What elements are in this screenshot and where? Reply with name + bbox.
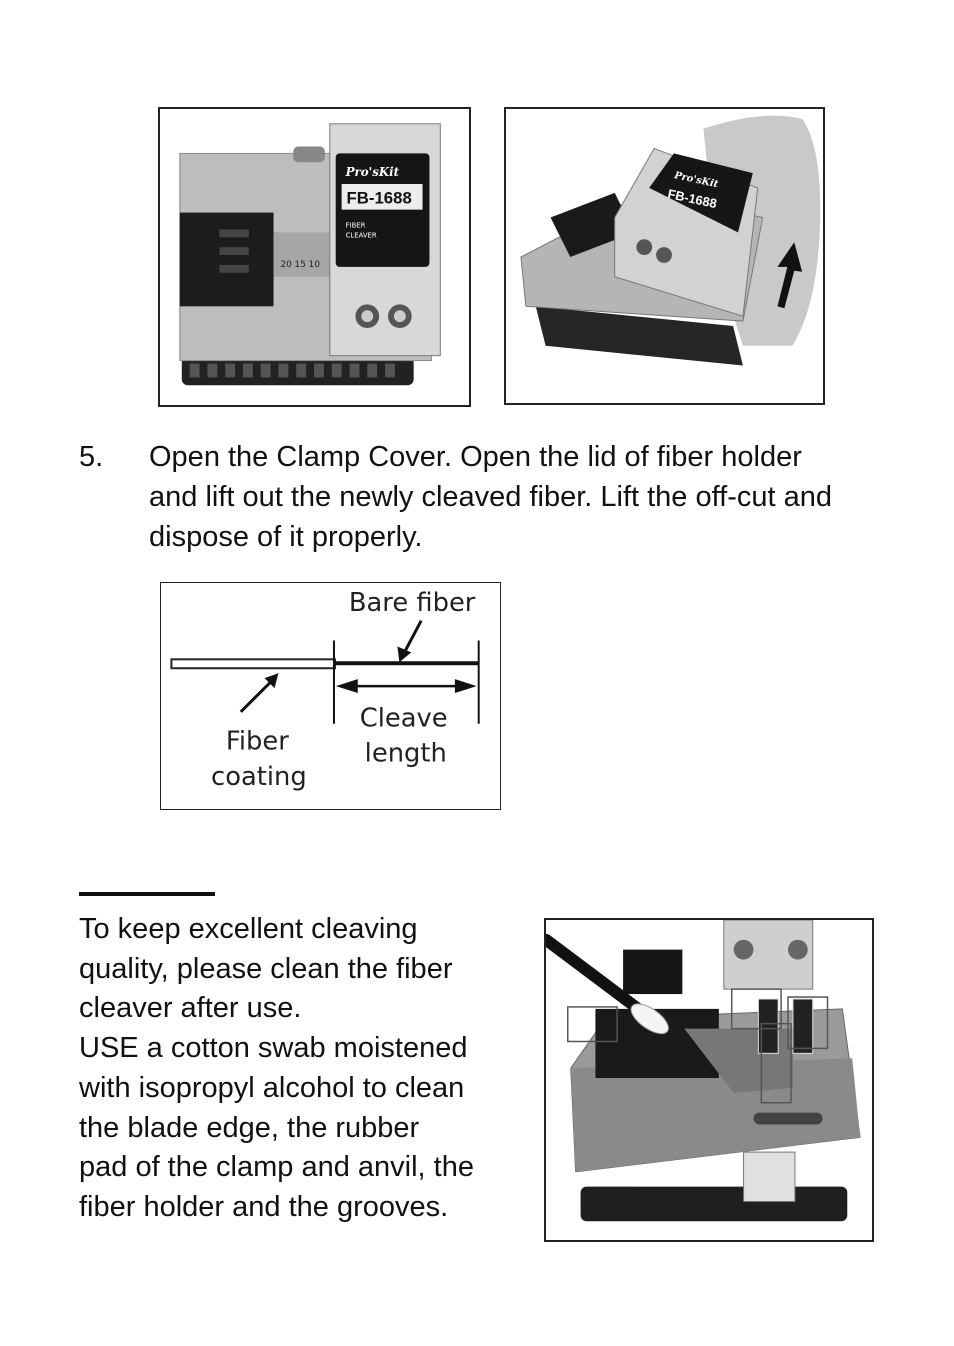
cleaning-note: To keep excellent cleaving quality, plea… <box>79 910 529 1228</box>
note-line: quality, please clean the fiber <box>79 952 453 985</box>
step-number: 5. <box>79 441 104 473</box>
scale-marks: 20 15 10 <box>280 260 320 270</box>
fiber-coating-shape <box>170 658 336 670</box>
note-line: cleaver after use. <box>79 992 302 1025</box>
fiber-label: FIBER <box>346 221 366 229</box>
length-label: length <box>365 738 447 768</box>
note-line: To keep excellent cleaving <box>79 913 418 945</box>
note-line: USE a cotton swab moistened <box>79 1032 468 1065</box>
fiber-label: Fiber <box>226 727 289 757</box>
step-line: dispose of it properly. <box>149 521 423 553</box>
cleaver-label: CLEAVER <box>346 231 377 239</box>
note-line: the blade edge, the rubber <box>79 1111 420 1144</box>
step-instructions: Open the Clamp Cover. Open the lid of fi… <box>149 437 919 557</box>
cleaning-swab-photo <box>544 918 874 1242</box>
cleave-label: Cleave <box>360 704 448 734</box>
brand-label: Pro'sKit <box>345 165 400 179</box>
step-line: and lift out the newly cleaved fiber. Li… <box>149 481 833 513</box>
coating-label: coating <box>211 762 307 792</box>
cleave-length-diagram: Bare fiber Cleave length Fiber coating <box>160 582 501 810</box>
fiber-cleaver-photo-opening: Pro'sKit FB-1688 <box>504 107 825 405</box>
lift-arrow-icon <box>777 242 803 309</box>
step-line: Open the Clamp Cover. Open the lid of fi… <box>149 441 802 473</box>
note-line: pad of the clamp and anvil, the <box>79 1151 474 1184</box>
note-line: fiber holder and the grooves. <box>79 1190 449 1223</box>
section-divider <box>79 892 215 896</box>
cotton-swab-icon <box>630 1003 669 1035</box>
bare-fiber-label: Bare fiber <box>349 588 476 618</box>
fiber-cleaver-photo-closed: 20 15 10 Pro'sKit FB-1688 FIBER CLEAVER <box>158 107 471 407</box>
note-line: with isopropyl alcohol to clean <box>79 1071 465 1104</box>
model-label: FB-1688 <box>347 189 412 208</box>
